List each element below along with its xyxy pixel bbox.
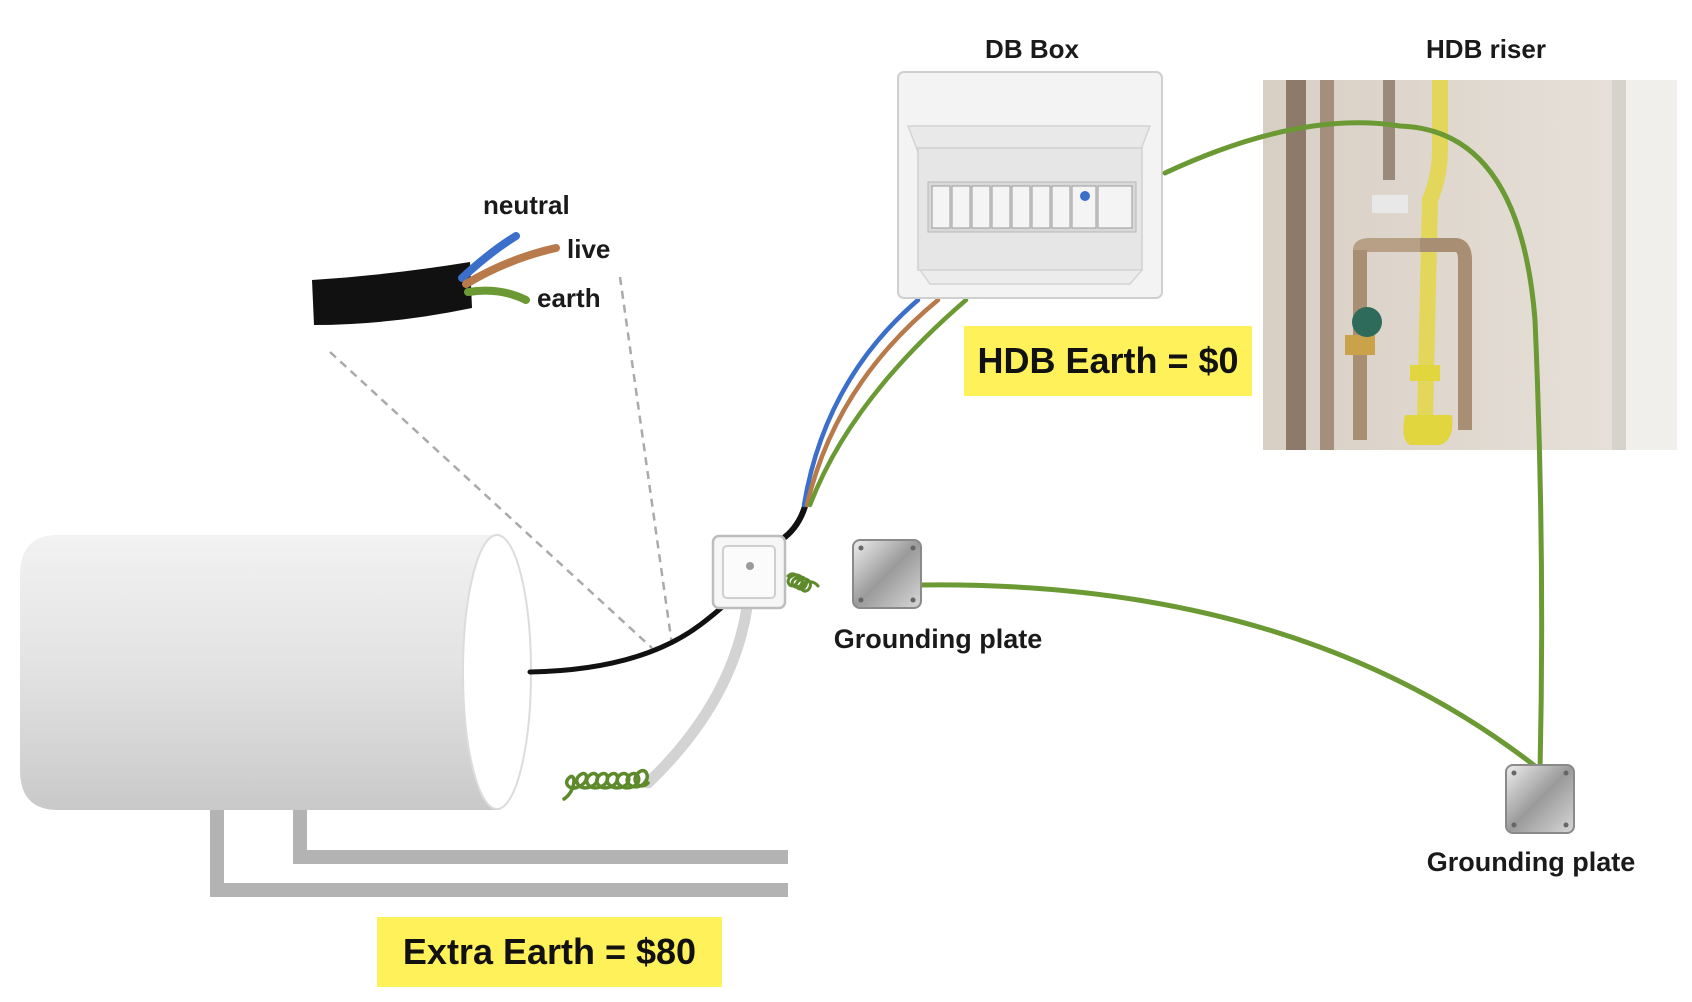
db-to-riser-earth-wire — [1162, 120, 1545, 773]
socket-earth-coil — [786, 572, 820, 593]
db-supply-wires — [801, 297, 969, 508]
db-box-label: DB Box — [985, 34, 1079, 64]
water-heater — [20, 534, 532, 810]
breaker-row — [931, 185, 1133, 229]
grounding-plate-1-label: Grounding plate — [834, 624, 1043, 654]
extra-earth-cost-tag: Extra Earth = $80 — [377, 917, 722, 987]
socket-to-db-cable — [782, 500, 809, 540]
hdb-earth-cost-tag: HDB Earth = $0 — [964, 326, 1252, 396]
grounding-plate-2 — [1505, 764, 1575, 834]
db-box — [897, 71, 1163, 299]
power-socket — [711, 534, 787, 610]
grounding-plate-2-label: Grounding plate — [1427, 847, 1636, 877]
zoom-indicator-lines — [329, 276, 674, 649]
plate-to-plate-earth-wire — [917, 582, 1543, 773]
neutral-label: neutral — [483, 190, 570, 220]
hdb-riser-photo — [1263, 80, 1677, 450]
earth-label: earth — [537, 283, 601, 313]
live-label: live — [567, 234, 610, 264]
grounding-plate-1 — [852, 539, 922, 609]
cable-cutaway-detail — [312, 232, 560, 325]
extra-earth-coil — [562, 768, 650, 801]
heater-support-rails — [210, 802, 788, 897]
hdb-riser-label: HDB riser — [1426, 34, 1546, 64]
